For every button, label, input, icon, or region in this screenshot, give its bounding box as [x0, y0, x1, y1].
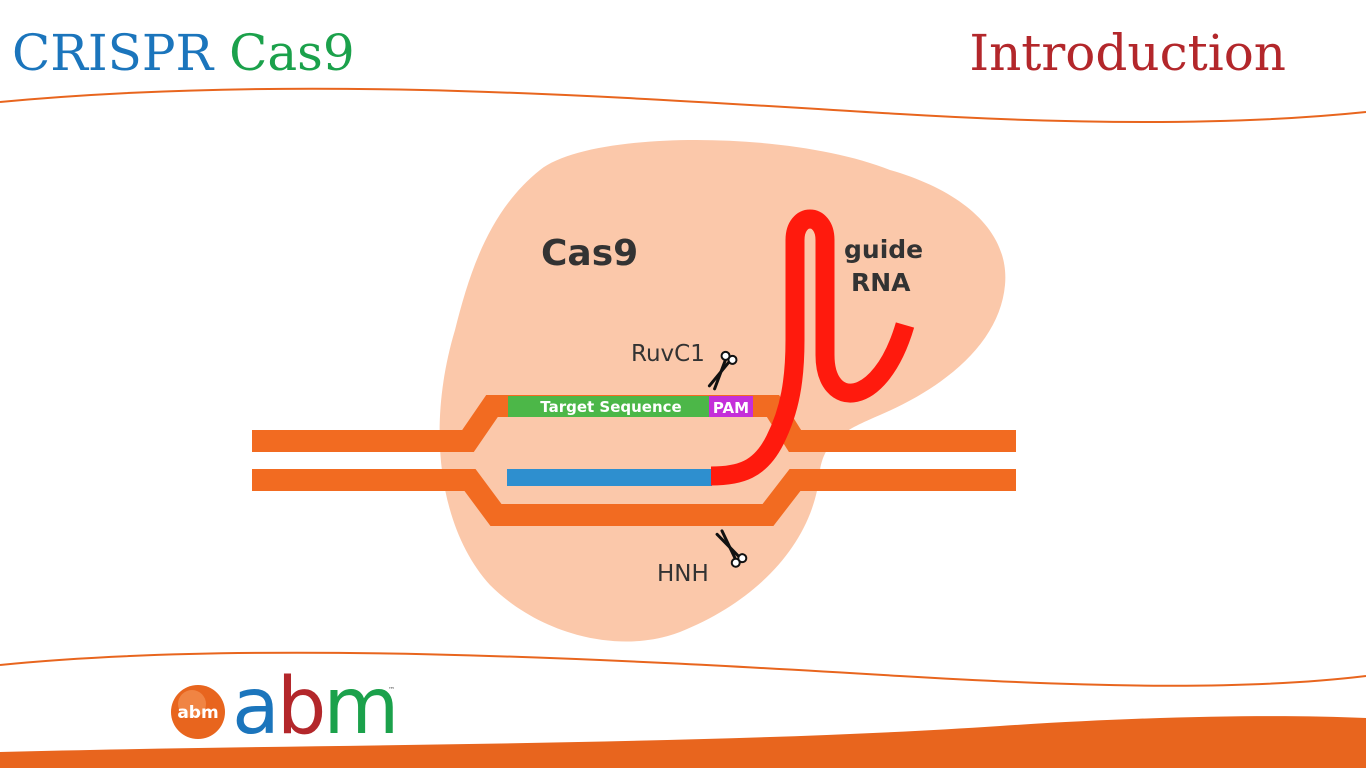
title-cas9: Cas9 [229, 24, 355, 82]
pam-label: PAM [713, 399, 749, 417]
hnh-label: HNH [657, 561, 709, 587]
abm-badge-text: abm [177, 703, 218, 723]
footer-divider [0, 651, 1366, 687]
complementary-strand-bar [507, 469, 712, 486]
hnh-scissors-icon [715, 529, 748, 568]
target-sequence-label: Target Sequence [540, 398, 681, 416]
guide-rna-label-line2: RNA [851, 268, 911, 297]
section-title: Introduction [969, 24, 1286, 82]
header-divider [0, 87, 1366, 124]
pam-bar [709, 396, 753, 417]
ruvc1-label: RuvC1 [631, 341, 705, 367]
target-sequence-bar [508, 396, 709, 417]
guide-rna-strand [710, 209, 915, 486]
cas9-protein-label: Cas9 [541, 233, 638, 274]
logo-letter-m: m [323, 662, 399, 752]
guide-rna-label-line1: guide [844, 235, 923, 264]
logo-letter-a: a [232, 662, 280, 752]
logo-trademark: ™ [388, 686, 395, 694]
ruvc1-scissors-icon [707, 350, 738, 391]
logo-letter-b: b [276, 662, 326, 752]
abm-logo-badge: abm [171, 685, 225, 739]
page-title: CRISPR Cas9 [12, 18, 355, 88]
abm-logo-wordmark: abm [232, 662, 399, 752]
dna-bottom-strand [252, 469, 1016, 526]
title-crispr: CRISPR [12, 24, 214, 82]
footer-band [0, 716, 1366, 768]
cas9-protein-shape [439, 140, 1006, 642]
